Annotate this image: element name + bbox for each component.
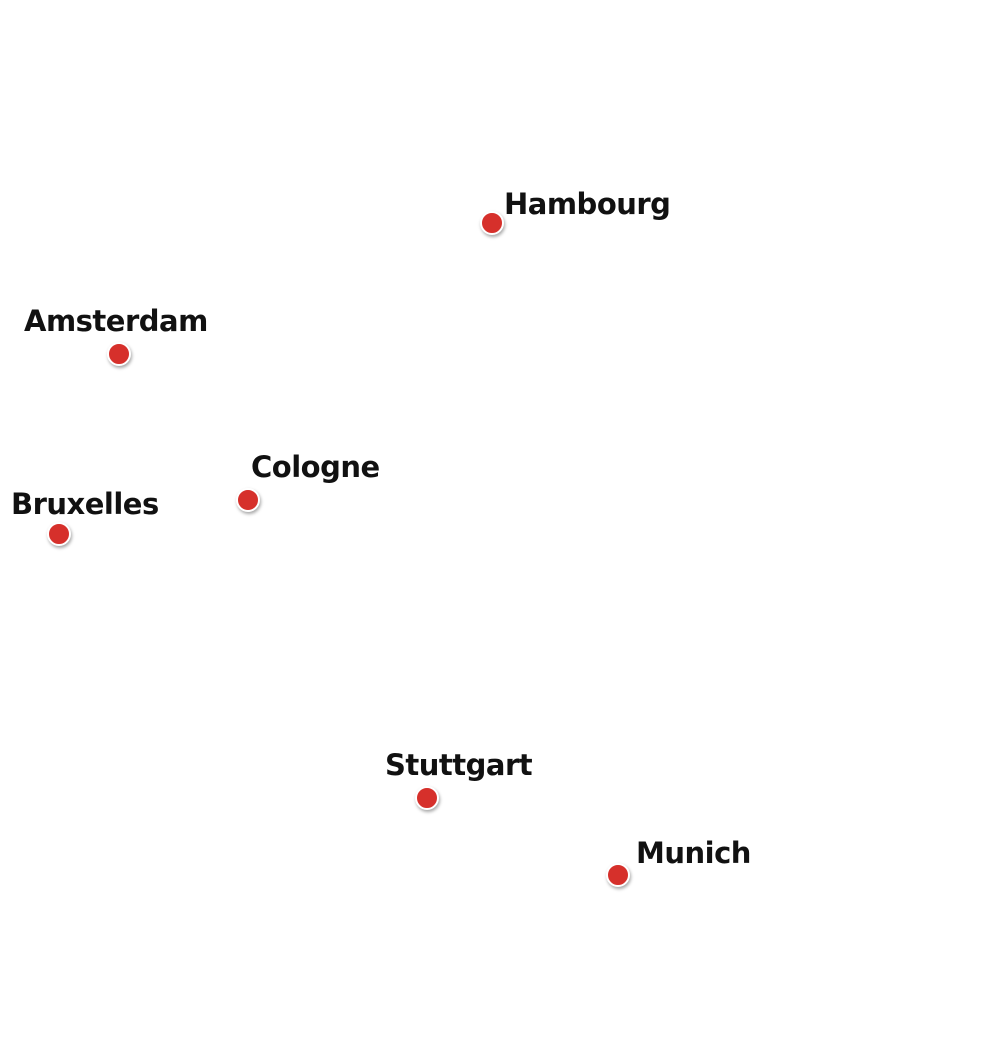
city-marker[interactable] [480, 211, 504, 235]
city-label: Bruxelles [11, 487, 159, 521]
city-marker[interactable] [236, 488, 260, 512]
city-marker[interactable] [47, 522, 71, 546]
city-label: Amsterdam [24, 304, 208, 338]
city-marker[interactable] [107, 342, 131, 366]
city-label: Cologne [251, 450, 380, 484]
city-label: Munich [636, 836, 751, 870]
city-label: Stuttgart [385, 748, 533, 782]
city-label: Hambourg [504, 187, 671, 221]
city-marker[interactable] [415, 786, 439, 810]
city-marker[interactable] [606, 863, 630, 887]
